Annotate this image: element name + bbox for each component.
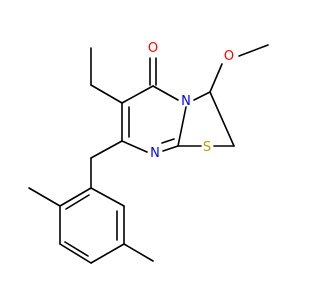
bond-ring-inner-b [64,241,89,257]
bond-ring-3 [90,243,125,264]
bond-n-c3 [193,91,211,101]
bonds-group [28,44,269,264]
atom-label-o-carbonyl: O [148,41,158,56]
bond-ring-6 [59,187,92,207]
bond-c6-ch2 [90,84,123,104]
bond-c7-benzyl-ch2 [90,140,123,159]
bond-c3-c2 [209,91,235,147]
bond-n-c8a [177,106,187,147]
molecule-diagram: O O N N S [28,41,269,264]
atom-labels-group: O O N N S [148,41,234,161]
bond-c3-o-methoxy [209,63,223,93]
bond-carbonyl-c-c6 [121,85,154,104]
bond-c8a-n-imine-1 [162,145,179,152]
bond-c8a-n-imine-2 [161,138,175,144]
bond-o-methoxy-ch3 [238,44,269,57]
atom-label-n-imine: N [150,146,160,161]
bond-ring-methyl-right [123,243,154,262]
bond-ring-4 [59,243,92,264]
bond-ring-1 [90,187,125,207]
bond-ring-methyl-left [28,187,61,207]
bond-ring-inner-c [65,194,90,210]
bond-carbonyl-c-n [152,85,179,101]
structure-svg: O O N N S [28,41,269,264]
atom-label-s-ring: S [203,140,211,155]
bond-n-imine-c7 [121,140,148,153]
atom-label-o-methoxy: O [224,49,234,64]
atom-label-n-ring: N [181,94,191,109]
